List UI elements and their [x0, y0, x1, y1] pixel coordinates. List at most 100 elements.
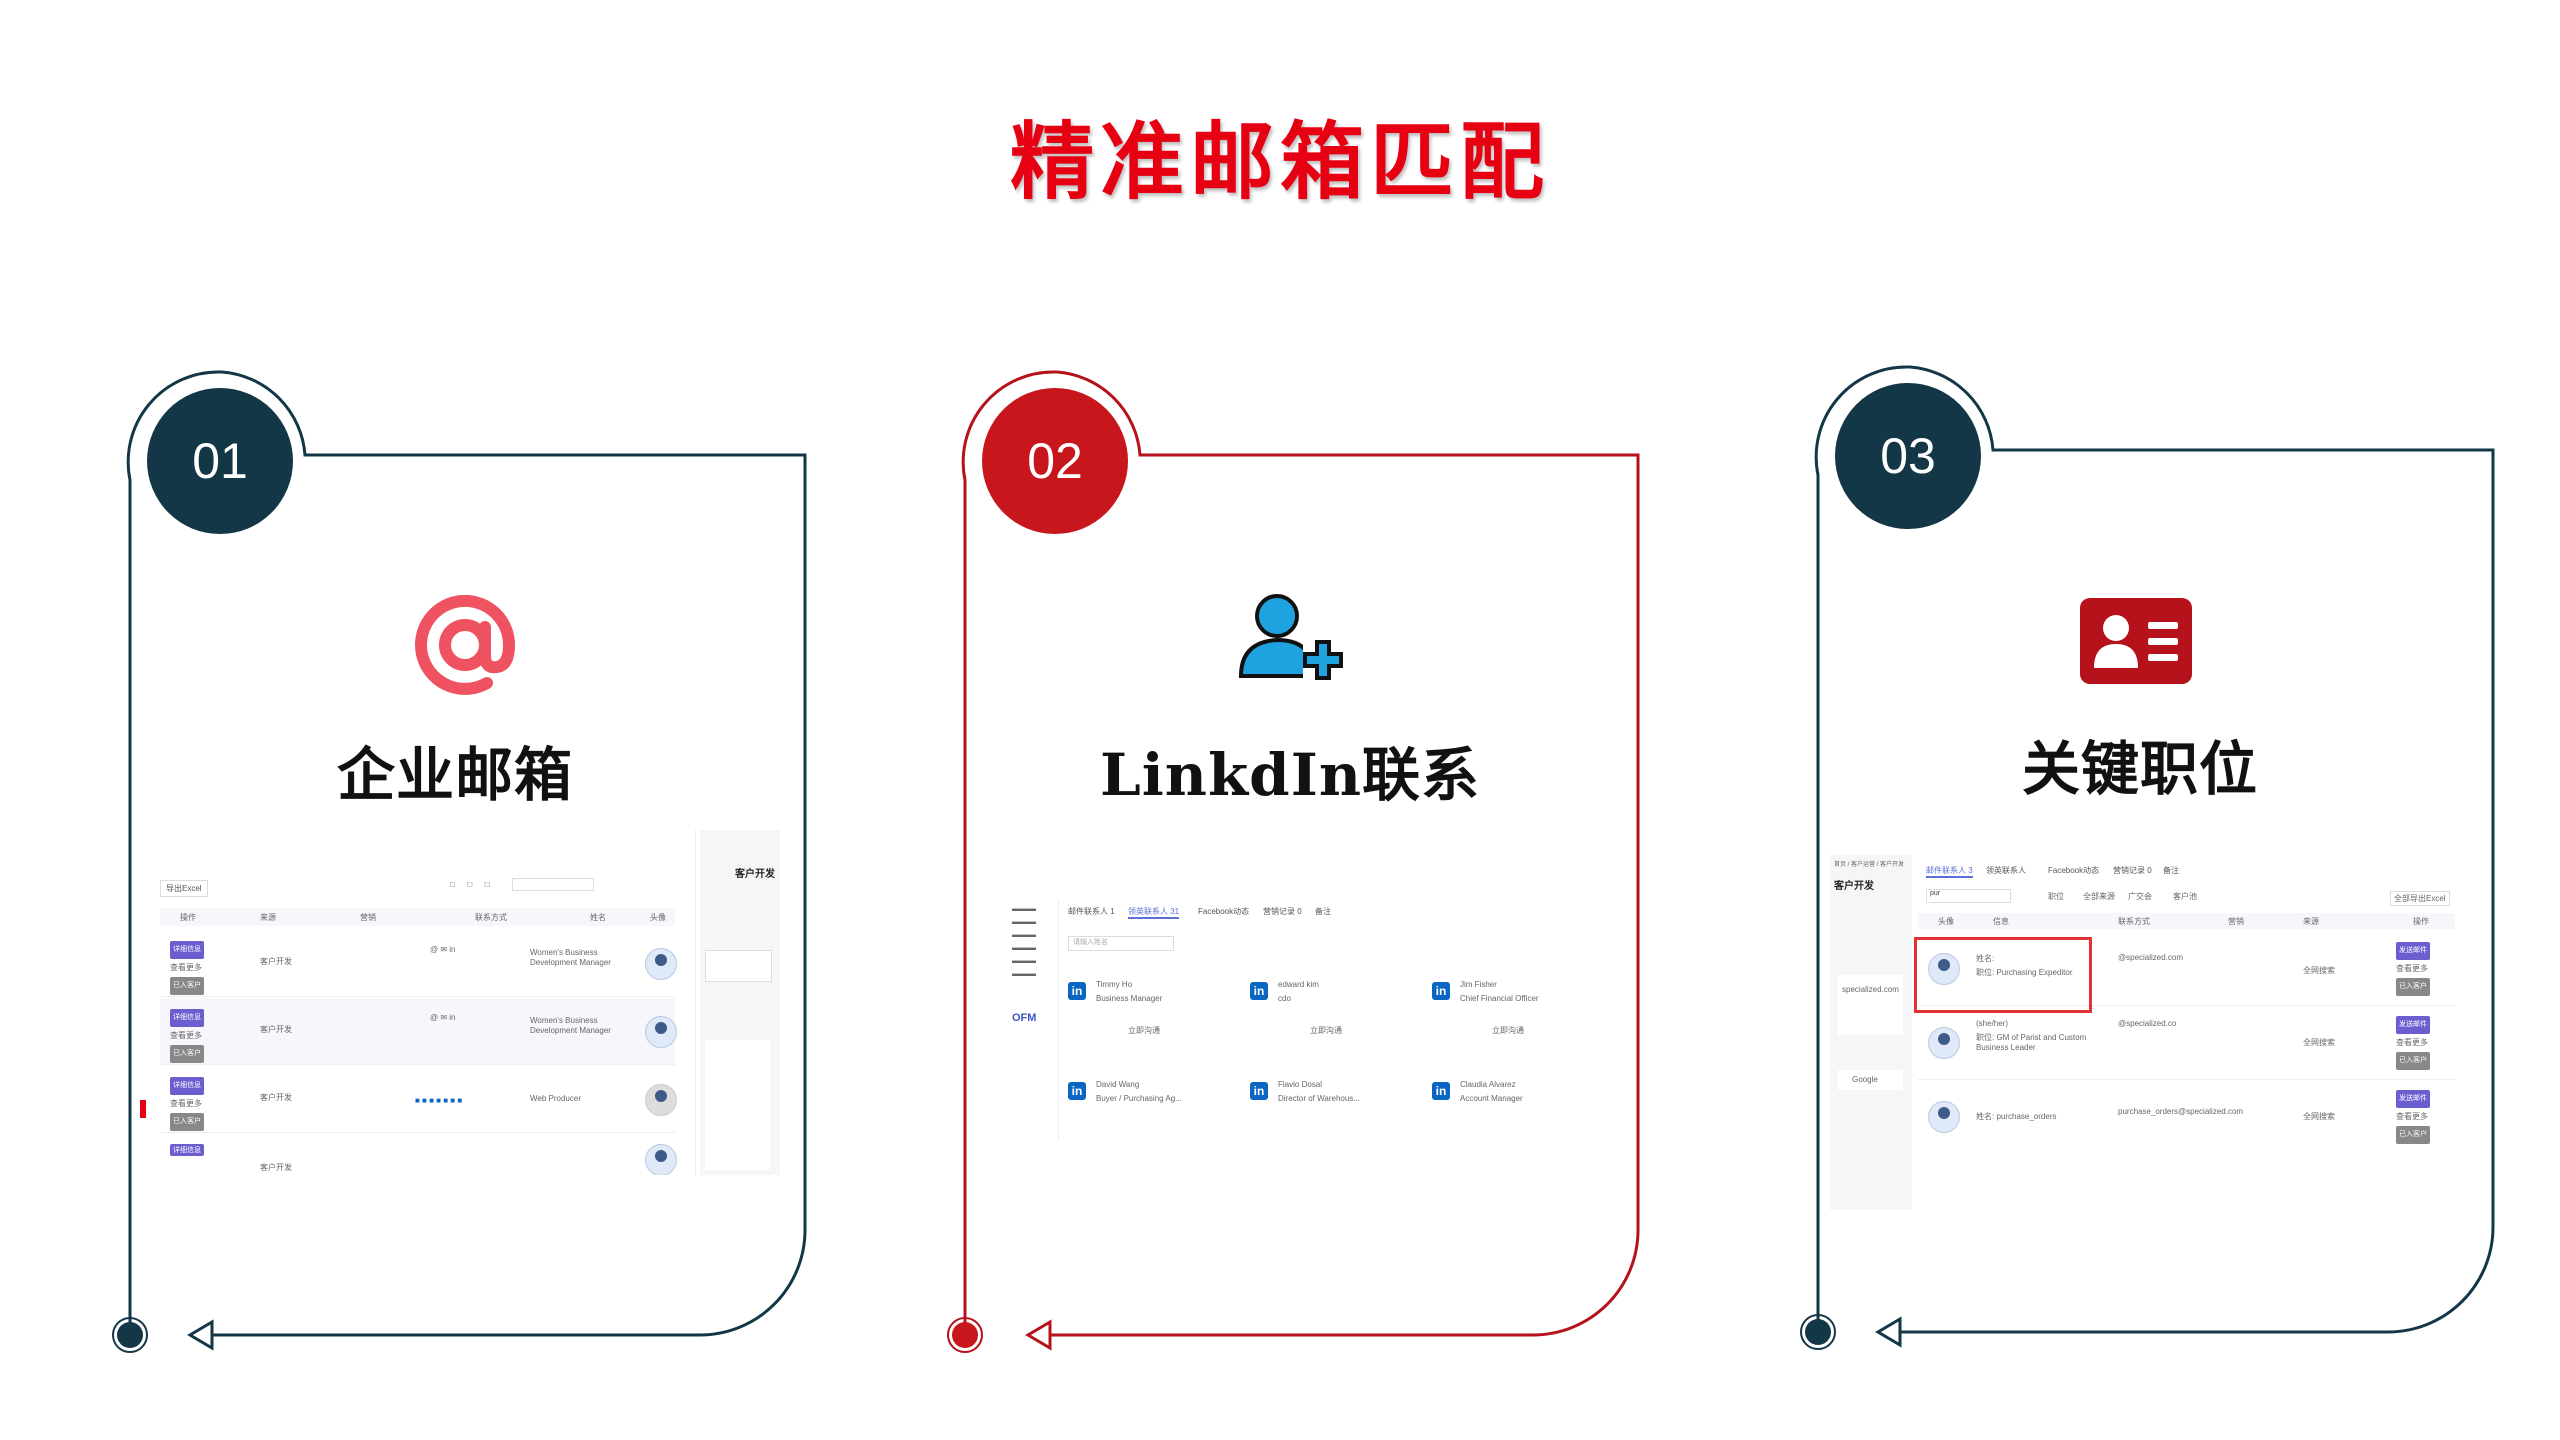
card-2-arrow-head — [1025, 1319, 1052, 1351]
send-email-button[interactable]: 发送邮件 — [2396, 942, 2430, 960]
detail-button[interactable]: 详细信息 — [170, 1077, 204, 1095]
row-email: purchase_orders@specialized.com — [2118, 1107, 2244, 1116]
screenshot-3-side-panel: 首页 / 客户运营 / 客户开发 客户开发 specialized.com Go… — [1830, 855, 1912, 1210]
card-3-frame — [1814, 365, 2495, 1334]
filter-source[interactable]: 全部来源 — [2083, 892, 2115, 901]
linkedin-contact-card[interactable]: in Claudia Alvarez Account Manager — [1432, 1070, 1600, 1120]
export-button[interactable]: 全部导出Excel — [2390, 891, 2450, 906]
table-row[interactable]: 姓名: 职位: Purchasing Expeditor @specialize… — [1914, 933, 2455, 1013]
contact-position: Director of Warehous... — [1278, 1094, 1360, 1103]
detail-button[interactable]: 详细信息 — [170, 1009, 204, 1027]
more-link[interactable]: 查看更多 — [2396, 964, 2428, 973]
card-3-arrow-head — [1875, 1316, 1902, 1348]
more-link[interactable]: 查看更多 — [170, 963, 202, 972]
linkedin-icon: in — [1250, 982, 1268, 1000]
more-link[interactable]: 查看更多 — [170, 1031, 202, 1040]
tab-marketing-records[interactable]: 营销记录 0 — [2113, 866, 2152, 875]
row-name: (she/her) — [1976, 1019, 2009, 1028]
contact-name: edward kim — [1278, 980, 1319, 989]
card-1-end-dot — [117, 1322, 143, 1348]
linkedin-contact-card[interactable]: in edward kim cdo 立即沟通 — [1250, 970, 1420, 1040]
row-position: 职位: Purchasing Expeditor — [1976, 968, 2073, 977]
breadcrumb: 首页 / 客户运营 / 客户开发 — [1834, 862, 1905, 868]
tab-marketing-records[interactable]: 营销记录 0 — [1263, 907, 1302, 916]
detail-button[interactable]: 详细信息 — [170, 1144, 204, 1156]
table-row[interactable]: 姓名: purchase_orders purchase_orders@spec… — [1918, 1081, 2455, 1153]
avatar — [645, 1144, 677, 1175]
screenshot-1: 导出Excel □ □ □ 操作 来源 营销 联系方式 姓名 头像 详细信息 查… — [140, 830, 780, 1175]
linkedin-contact-card[interactable]: in Flavio Dosal Director of Warehous... — [1250, 1070, 1420, 1120]
more-link[interactable]: 查看更多 — [2396, 1038, 2428, 1047]
column-header: 来源 — [2303, 917, 2319, 926]
linkedin-contact-card[interactable]: in Timmy Ho Business Manager 立即沟通 — [1068, 970, 1238, 1040]
column-header: 操作 — [180, 913, 196, 922]
linkedin-icon: in — [1068, 1082, 1086, 1100]
linkedin-contact-card[interactable]: in Jim Fisher Chief Financial Officer 立即… — [1432, 970, 1600, 1040]
more-link[interactable]: 查看更多 — [170, 1099, 202, 1108]
column-header: 头像 — [1938, 917, 1954, 926]
linkedin-icon: in — [1068, 982, 1086, 1000]
avatar — [1928, 1101, 1960, 1133]
card-2-frame — [961, 370, 1640, 1337]
table-row[interactable]: 详细信息 客户开发 — [160, 1134, 677, 1175]
column-header: 联系方式 — [475, 913, 507, 922]
added-badge: 已入客户 — [170, 977, 204, 995]
filter-position[interactable]: 职位 — [2048, 892, 2064, 901]
column-header: 营销 — [360, 913, 376, 922]
avatar — [1928, 1027, 1960, 1059]
avatar — [645, 1016, 677, 1048]
column-header: 来源 — [260, 913, 276, 922]
card-1-arrow-head — [187, 1319, 214, 1351]
contact-name: Jim Fisher — [1460, 980, 1497, 989]
send-email-button[interactable]: 发送邮件 — [2396, 1016, 2430, 1034]
contact-now-button[interactable]: 立即沟通 — [1492, 1026, 1524, 1035]
contact-position: Account Manager — [1460, 1094, 1523, 1103]
tab-notes[interactable]: 备注 — [1315, 907, 1331, 916]
avatar — [1928, 953, 1960, 985]
tab-facebook[interactable]: Facebook动态 — [1198, 907, 1250, 916]
tab-email-contacts[interactable]: 邮件联系人 1 — [1068, 907, 1115, 916]
send-email-button[interactable]: 发送邮件 — [2396, 1090, 2430, 1108]
row-name: Women's Business Development Manager — [530, 1016, 611, 1035]
column-header: 联系方式 — [2118, 917, 2150, 926]
export-button[interactable]: 导出Excel — [160, 880, 208, 897]
row-source: 客户开发 — [260, 957, 292, 966]
linkedin-icon: in — [1432, 982, 1450, 1000]
row-source: 全网搜索 — [2303, 1038, 2335, 1047]
screenshot-1-main: 导出Excel □ □ □ 操作 来源 营销 联系方式 姓名 头像 详细信息 查… — [140, 830, 696, 1175]
table-row[interactable]: 详细信息 查看更多 已入客户 客户开发 @ ✉ in Women's Busin… — [160, 930, 677, 997]
table-row[interactable]: 详细信息 查看更多 已入客户 客户开发 @ ✉ in Women's Busin… — [160, 998, 677, 1065]
search-input[interactable]: 请输入姓名 — [1068, 936, 1174, 951]
filter-canton-fair[interactable]: 广交会 — [2128, 892, 2152, 901]
contact-now-button[interactable]: 立即沟通 — [1128, 1026, 1160, 1035]
tab-notes[interactable]: 备注 — [2163, 866, 2179, 875]
card-3-end-dot — [1805, 1319, 1831, 1345]
card-1-frame — [126, 370, 807, 1337]
row-source: 客户开发 — [260, 1093, 292, 1102]
detail-button[interactable]: 详细信息 — [170, 941, 204, 959]
contact-position: cdo — [1278, 994, 1291, 1003]
added-badge: 已入客户 — [2396, 1052, 2430, 1070]
contact-name: Claudia Alvarez — [1460, 1080, 1516, 1089]
added-badge: 已入客户 — [170, 1113, 204, 1131]
column-header: 头像 — [650, 913, 666, 922]
tab-facebook[interactable]: Facebook动态 — [2048, 866, 2100, 875]
tab-linkedin-contacts[interactable]: 领英联系人 — [1986, 866, 2026, 875]
search-input[interactable]: pur — [1926, 889, 2011, 903]
contact-name: Flavio Dosal — [1278, 1080, 1323, 1089]
table-row[interactable]: (she/her) 职位: GM of Parist and Custom Bu… — [1918, 1007, 2455, 1080]
row-name: 姓名: purchase_orders — [1976, 1112, 2057, 1121]
engine-label: Google — [1852, 1075, 1878, 1084]
table-row[interactable]: 详细信息 查看更多 已入客户 客户开发 ■ ■ ■ ■ ■ ■ ■ Web Pr… — [160, 1066, 677, 1133]
tab-linkedin-contacts[interactable]: 领英联系人 31 — [1128, 906, 1180, 919]
linkedin-contact-card[interactable]: in David Wang Buyer / Purchasing Ag... — [1068, 1070, 1238, 1120]
row-name: Women's Business Development Manager — [530, 948, 611, 967]
tab-email-contacts[interactable]: 邮件联系人 3 — [1926, 865, 1973, 878]
contact-now-button[interactable]: 立即沟通 — [1310, 1026, 1342, 1035]
filter-customer-pool[interactable]: 客户池 — [2173, 892, 2197, 901]
screenshot-3-main: 邮件联系人 3 领英联系人 Facebook动态 营销记录 0 备注 pur 职… — [1914, 855, 2455, 1210]
more-link[interactable]: 查看更多 — [2396, 1112, 2428, 1121]
screenshot-1-filter-bar: □ □ □ — [440, 878, 670, 892]
screenshot-3-page-title: 客户开发 — [1834, 881, 1874, 892]
